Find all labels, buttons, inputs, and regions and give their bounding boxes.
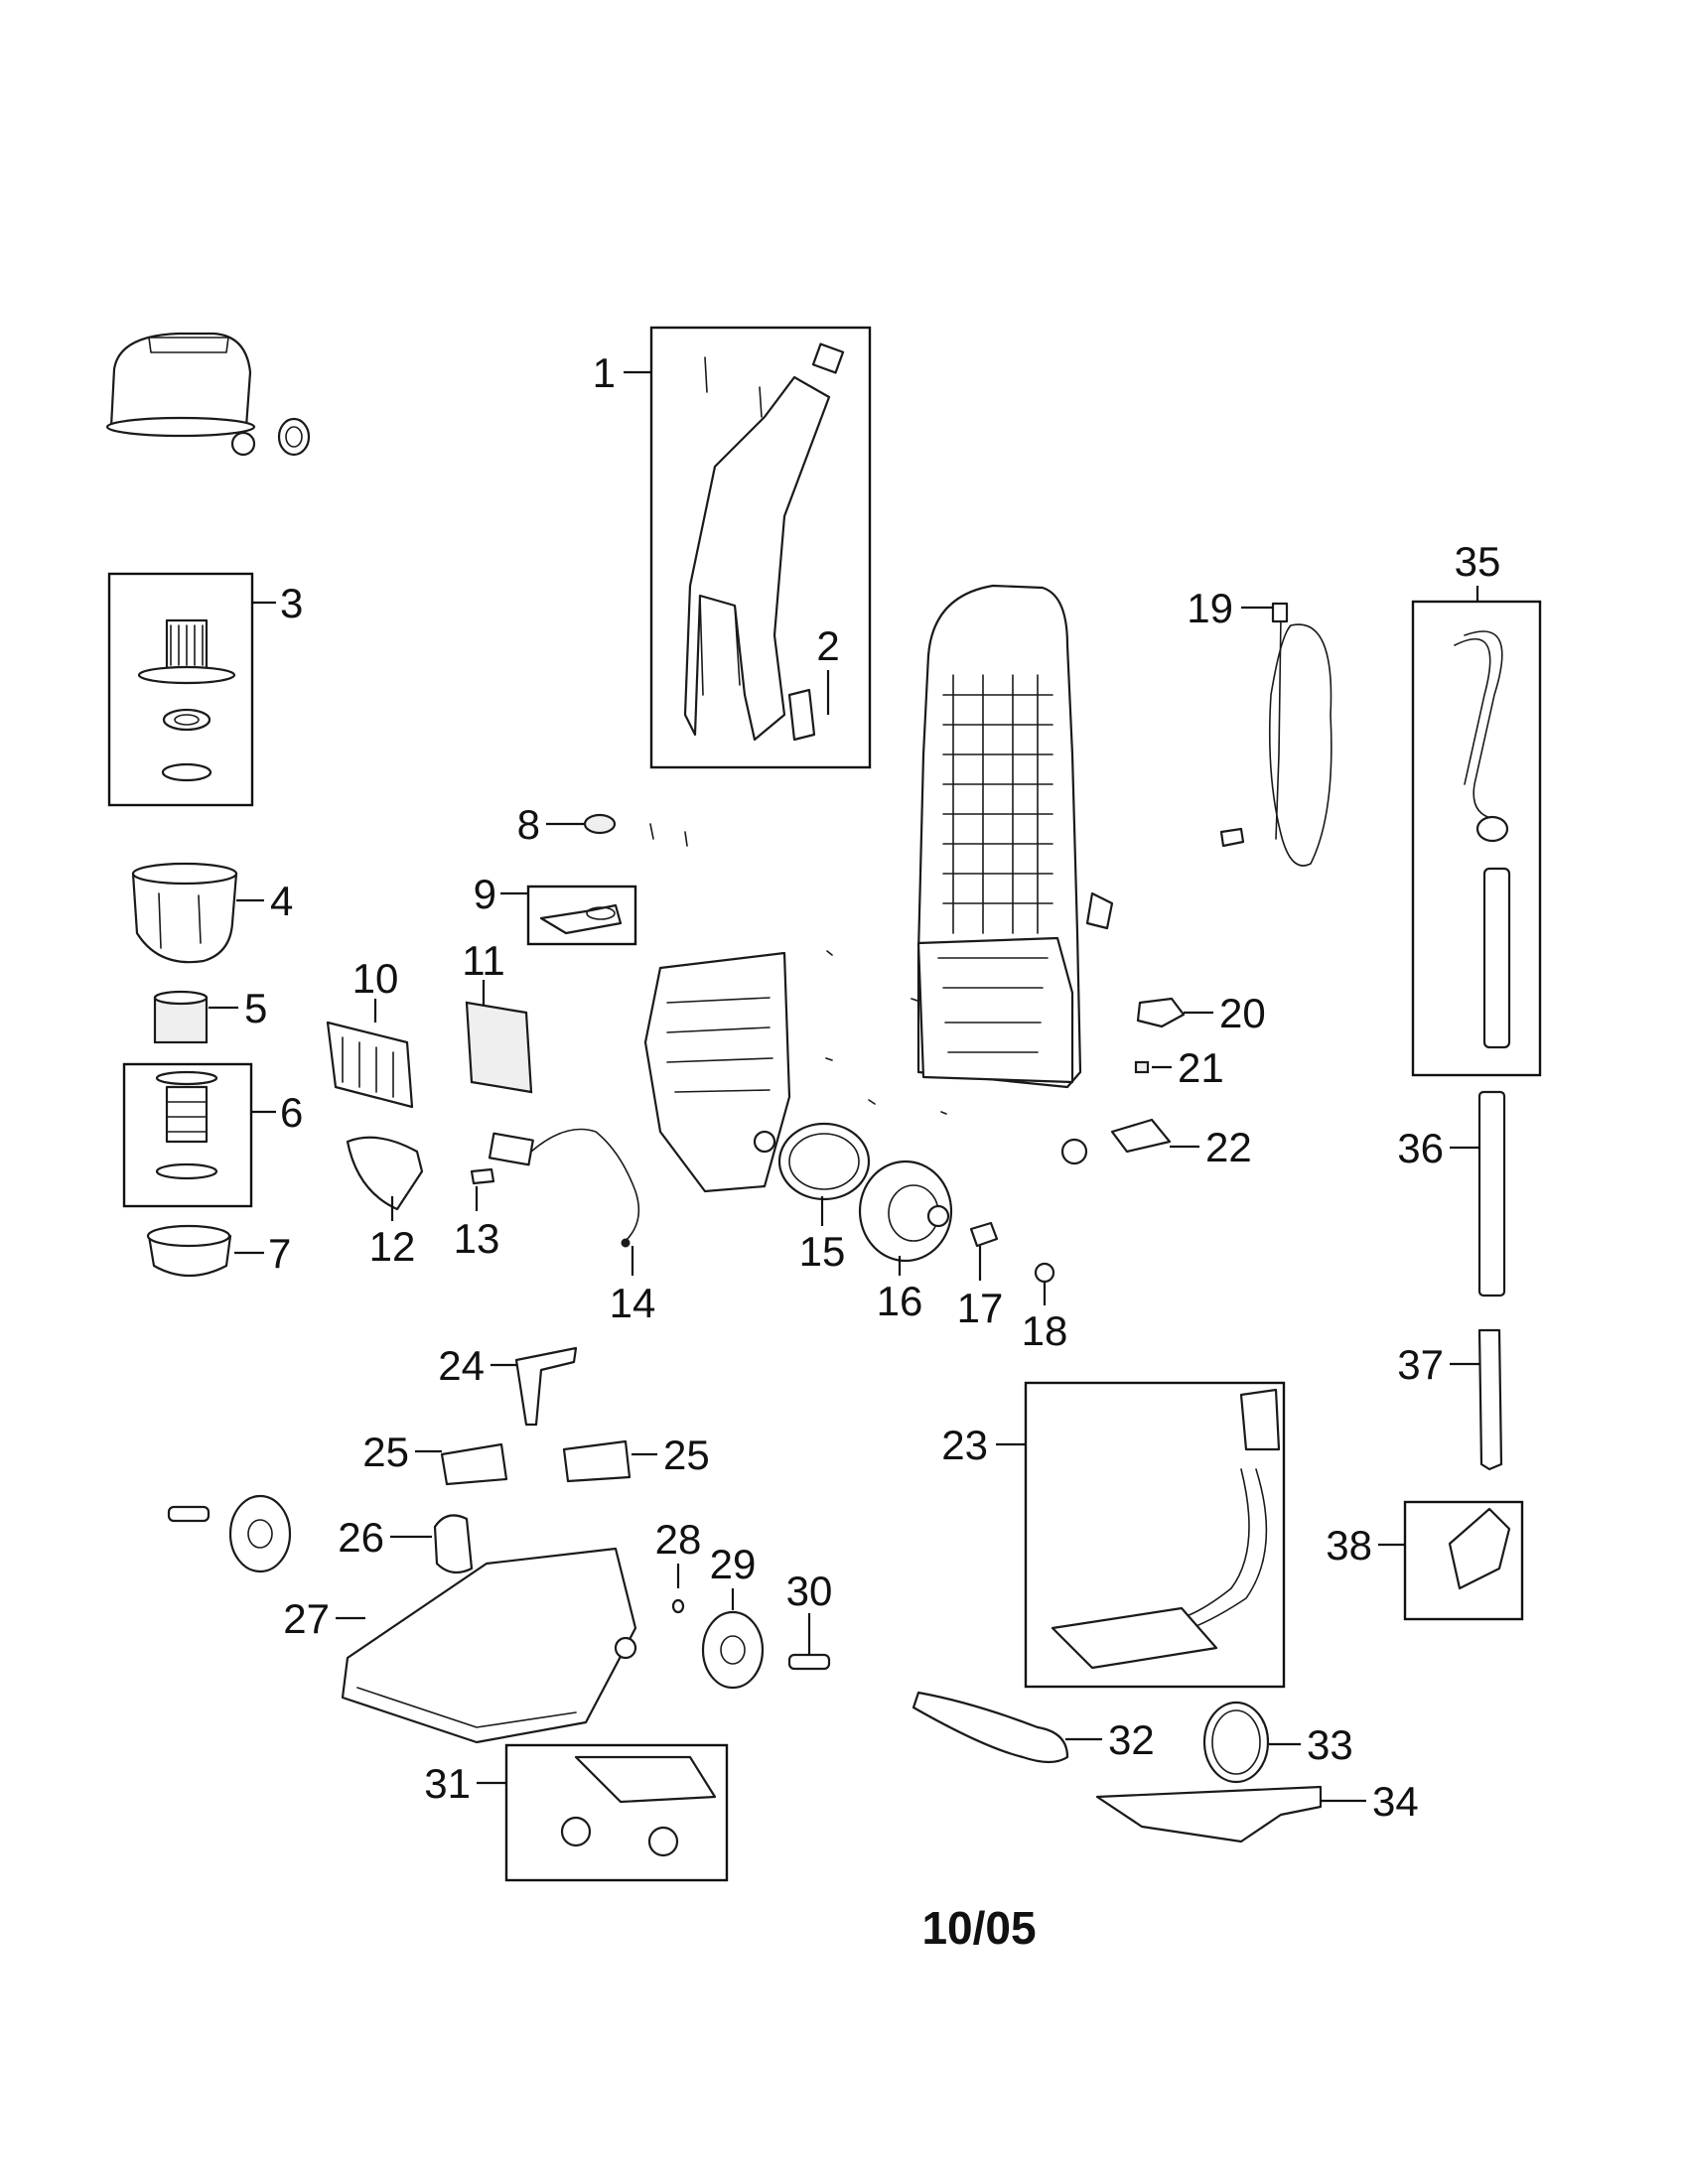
callout-7: 7 <box>268 1230 291 1277</box>
part-9-box <box>526 885 637 946</box>
motor-housing <box>643 951 791 1193</box>
filter-kit-box <box>107 572 254 807</box>
callout-16: 16 <box>877 1278 923 1324</box>
dirt-cup-lid <box>105 332 311 457</box>
callout-14: 14 <box>610 1280 656 1326</box>
part-36-wand <box>1477 1090 1506 1297</box>
callout-32: 32 <box>1108 1716 1155 1763</box>
part-17-clip <box>969 1221 999 1248</box>
part-25-right-clip <box>562 1439 632 1483</box>
part-25-left-clip <box>440 1442 508 1486</box>
part-26-knob <box>433 1514 474 1574</box>
hose-35-box <box>1411 600 1542 1077</box>
callout-13: 13 <box>454 1215 500 1262</box>
callout-6: 6 <box>280 1089 303 1136</box>
wheel-kit-box <box>504 1743 729 1882</box>
callout-10: 10 <box>352 955 399 1002</box>
callout-28: 28 <box>655 1516 702 1563</box>
callout-29: 29 <box>710 1541 757 1587</box>
group-boxes <box>107 326 1542 1882</box>
part-6-filter-stack <box>155 1070 218 1180</box>
main-body-frame <box>916 584 1114 1165</box>
callout-12: 12 <box>369 1223 416 1270</box>
part-27-base <box>341 1547 637 1744</box>
callout-30: 30 <box>786 1568 833 1614</box>
leader-lines <box>209 370 1479 1803</box>
callout-1: 1 <box>593 349 616 396</box>
part-37-crevice-tool <box>1477 1328 1503 1471</box>
callout-15: 15 <box>799 1228 846 1275</box>
handle-kit-box <box>649 326 872 769</box>
part-5-foam-filter <box>153 990 209 1044</box>
callout-25-left: 25 <box>362 1429 409 1475</box>
callout-9: 9 <box>474 871 496 917</box>
callout-24: 24 <box>438 1342 485 1389</box>
callout-numbers: 1 2 3 4 5 6 7 8 9 10 11 12 13 14 15 16 1… <box>244 349 1500 1825</box>
callout-33: 33 <box>1307 1721 1353 1768</box>
part-15-gasket <box>777 1122 871 1201</box>
callout-31: 31 <box>424 1760 471 1807</box>
callout-35: 35 <box>1455 538 1501 585</box>
callout-25-right: 25 <box>663 1432 710 1478</box>
callout-21: 21 <box>1178 1044 1224 1091</box>
part-16-motor <box>858 1160 953 1263</box>
part-23-hose-kit <box>1051 1388 1281 1670</box>
part-29-wheel <box>701 1610 765 1690</box>
callout-19: 19 <box>1187 585 1233 631</box>
part-7-filter-base <box>146 1224 232 1277</box>
part-18-bushing <box>1034 1262 1055 1284</box>
part-28-clip <box>671 1598 685 1614</box>
part-33-belt <box>1202 1701 1270 1784</box>
part-11-filter-screen <box>465 1001 533 1094</box>
callout-23: 23 <box>941 1422 988 1468</box>
callout-34: 34 <box>1372 1778 1419 1825</box>
callout-38: 38 <box>1326 1522 1372 1569</box>
callout-20: 20 <box>1219 990 1266 1036</box>
part-3-filter-assembly <box>137 618 236 782</box>
hose-kit-box <box>1024 1381 1286 1689</box>
part-13-switch <box>470 1132 534 1185</box>
callout-27: 27 <box>283 1595 330 1642</box>
part-32-brushroll <box>912 1691 1069 1764</box>
screws <box>649 823 947 1115</box>
part-9-latch-plate <box>539 903 623 935</box>
part-4-dirt-cup <box>131 862 238 964</box>
callout-5: 5 <box>244 985 267 1031</box>
part-24-bracket <box>514 1346 578 1427</box>
callout-3: 3 <box>280 580 303 626</box>
part-14-wiring <box>530 1128 640 1248</box>
callout-4: 4 <box>270 878 293 924</box>
part-1-handle <box>683 342 845 742</box>
callout-36: 36 <box>1397 1125 1444 1171</box>
callout-8: 8 <box>517 801 540 848</box>
part-19-power-cord <box>1219 602 1333 867</box>
part-38-brush-tool <box>1448 1507 1511 1590</box>
date-code: 10/05 <box>921 1902 1036 1954</box>
part-21-nut <box>1134 1060 1150 1074</box>
part-22-pedal <box>1110 1118 1172 1154</box>
part-34-bottom-plate <box>1095 1785 1323 1843</box>
part-8-cap <box>583 813 617 835</box>
callout-26: 26 <box>338 1514 384 1561</box>
part-20-clip <box>1136 997 1186 1028</box>
axle-wheel-left <box>167 1494 292 1573</box>
part-6-box <box>122 1062 253 1208</box>
part-31-wheel-kit <box>560 1755 717 1857</box>
callout-37: 37 <box>1397 1341 1444 1388</box>
callout-11: 11 <box>462 937 505 984</box>
part-35-hose <box>1454 630 1511 1049</box>
part-12-cover <box>346 1136 424 1211</box>
callout-17: 17 <box>957 1285 1004 1331</box>
callout-18: 18 <box>1022 1307 1068 1354</box>
part-10-grille <box>326 1021 414 1109</box>
callout-2: 2 <box>816 622 839 669</box>
callout-22: 22 <box>1205 1124 1252 1170</box>
tool-38-box <box>1403 1500 1524 1621</box>
part-30-axle <box>787 1653 831 1671</box>
